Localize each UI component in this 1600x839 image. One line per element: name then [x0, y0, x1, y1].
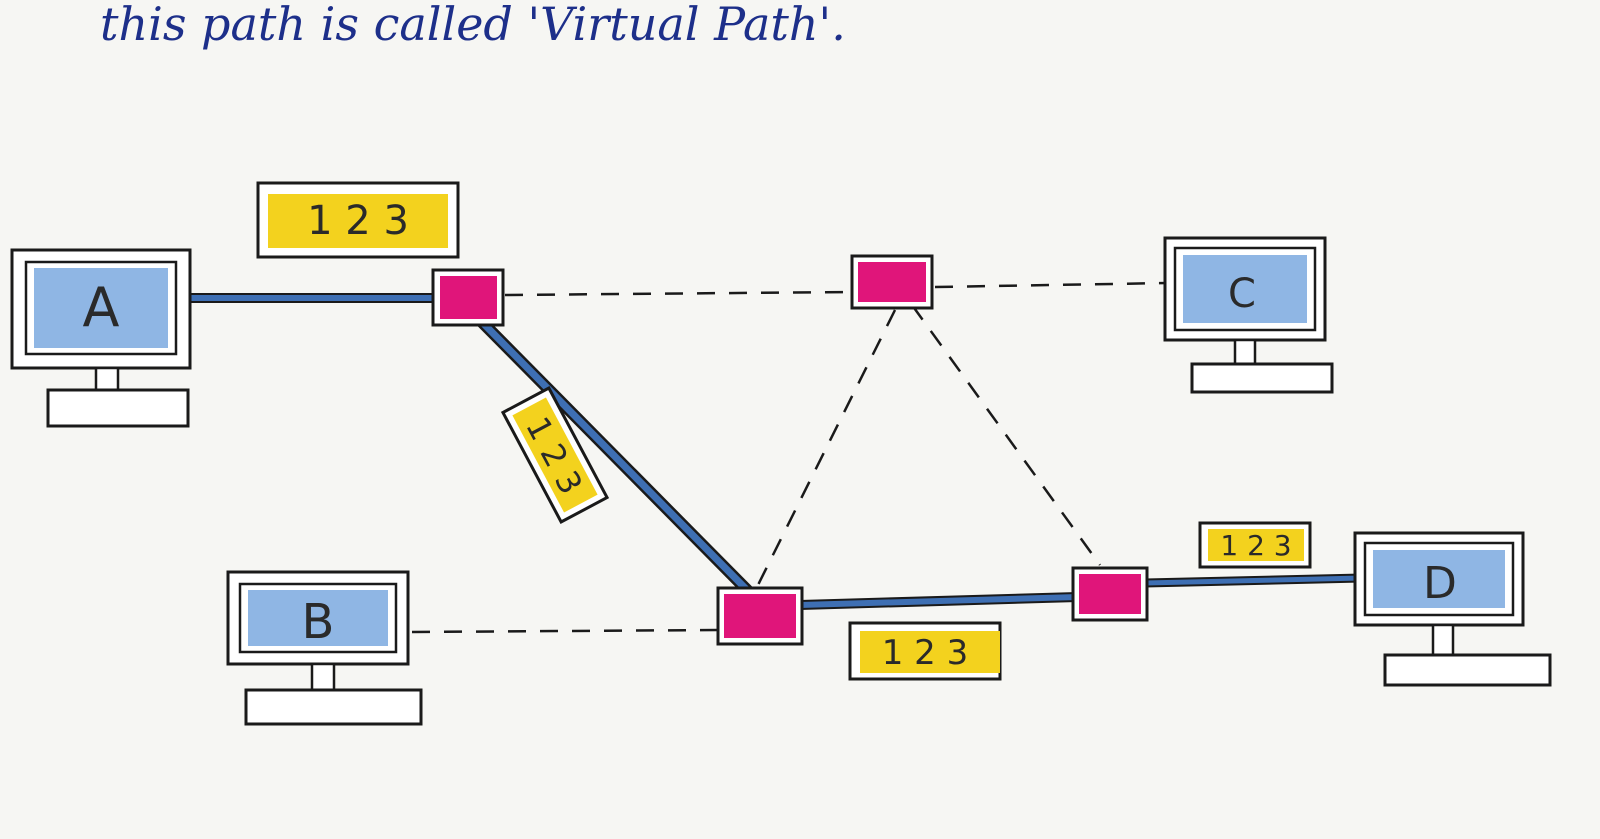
computer-a-screen: [34, 268, 168, 348]
dashed-b-switch3: [411, 628, 719, 634]
tag-diagonal: 1 2 3: [500, 386, 610, 524]
computer-c-screen: [1183, 255, 1307, 323]
computer-a-label: A: [83, 276, 120, 339]
link-switch3-switch4-fill: [799, 594, 1079, 608]
tag-right-text: 1 2 3: [1220, 529, 1291, 562]
computer-d-screen: [1373, 550, 1505, 608]
computer-a: A: [10, 248, 192, 428]
dashed-links: [411, 281, 1169, 634]
computer-d: D: [1353, 531, 1552, 687]
computer-d-stand: [1431, 623, 1455, 657]
dashed-switch2-switch3: [756, 309, 897, 586]
tag-bottom-text: 1 2 3: [882, 633, 969, 673]
dashed-switch2-c: [934, 281, 1169, 289]
tag-diagonal-fill: [512, 397, 598, 513]
dashed-switch1-switch2: [504, 290, 853, 297]
switch-4-fill: [1079, 574, 1141, 614]
tag-bottom-fill: [860, 631, 1000, 673]
computer-c-stand: [1233, 338, 1257, 366]
computer-d-keyboard: [1383, 653, 1552, 687]
computer-b-keyboard: [244, 688, 423, 726]
switch-3-fill: [724, 594, 796, 638]
computer-a-keyboard: [46, 388, 190, 428]
tags: 1 2 3 1 2 3 1 2 3 1 2 3: [256, 181, 1312, 681]
computer-d-label: D: [1423, 558, 1457, 609]
computer-b-label: B: [302, 594, 335, 650]
computer-c-keyboard: [1190, 362, 1334, 394]
switch-1-fill: [440, 276, 497, 319]
computer-b-stand: [310, 662, 336, 692]
switches: [431, 254, 1149, 646]
tag-right-fill: [1208, 529, 1304, 561]
tag-top-fill: [268, 194, 448, 248]
caption-text: this path is called 'Virtual Path'.: [100, 0, 846, 51]
link-switch1-switch3-fill: [475, 315, 755, 598]
computer-a-stand: [94, 366, 120, 392]
computer-b-screen: [248, 590, 388, 646]
computer-b: B: [226, 570, 423, 726]
computer-c: C: [1163, 236, 1334, 394]
switch-2-fill: [858, 262, 926, 302]
dashed-switch2-switch4: [910, 304, 1102, 566]
tag-top-text: 1 2 3: [307, 198, 409, 244]
virtual-path: [190, 293, 1363, 610]
computer-c-label: C: [1228, 271, 1256, 317]
link-switch4-d-fill: [1144, 575, 1363, 586]
